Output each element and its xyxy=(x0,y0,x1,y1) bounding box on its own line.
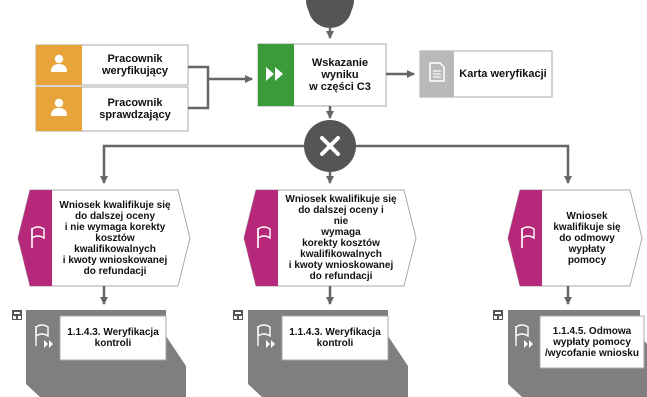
process-flag-icon xyxy=(35,324,53,348)
connector-left xyxy=(100,144,304,184)
flag-icon xyxy=(521,226,535,248)
event-label: Wniosek kwalifikuje się do dalszej oceny… xyxy=(59,199,171,277)
process-interface[interactable] xyxy=(508,310,647,397)
event-box[interactable] xyxy=(243,189,417,287)
event-label: Wniosek kwalifikuje się do dalszej oceny… xyxy=(285,194,397,282)
process-flag-icon xyxy=(515,324,533,348)
incoming-gateway xyxy=(306,0,354,28)
hierarchy-icon[interactable] xyxy=(12,310,22,320)
document-box[interactable] xyxy=(419,50,553,98)
flag-icon xyxy=(31,226,45,248)
person-icon xyxy=(51,54,67,72)
document-label: Karta weryfikacji xyxy=(459,68,547,80)
hierarchy-icon[interactable] xyxy=(493,310,503,320)
function-label: Wskazanie wyniku w części C3 xyxy=(309,57,371,93)
role-label-checker: Pracownik sprawdzający xyxy=(99,97,171,121)
double-chevron-icon xyxy=(266,67,283,81)
role-label-verifier: Pracownik weryfikujący xyxy=(101,53,169,77)
role-connector xyxy=(188,65,210,110)
event-box[interactable] xyxy=(507,189,643,287)
process-interface[interactable] xyxy=(26,310,186,397)
process-label: 1.1.4.5. Odmowa wypłaty pomocy /wycofani… xyxy=(545,325,639,359)
hierarchy-icon[interactable] xyxy=(233,310,243,320)
x-icon xyxy=(320,136,340,156)
event-label: Wniosek kwalifikuje się do odmowy wypłat… xyxy=(553,210,621,266)
process-flag-icon xyxy=(257,324,275,348)
flag-icon xyxy=(257,226,271,248)
process-interface[interactable] xyxy=(248,310,408,397)
document-icon xyxy=(429,62,445,82)
person-icon xyxy=(51,98,67,116)
event-box[interactable] xyxy=(17,189,191,287)
connector-right xyxy=(356,144,572,184)
process-label: 1.1.4.3. Weryfikacja kontroli xyxy=(289,327,381,349)
process-label: 1.1.4.3. Weryfikacja kontroli xyxy=(67,327,159,349)
